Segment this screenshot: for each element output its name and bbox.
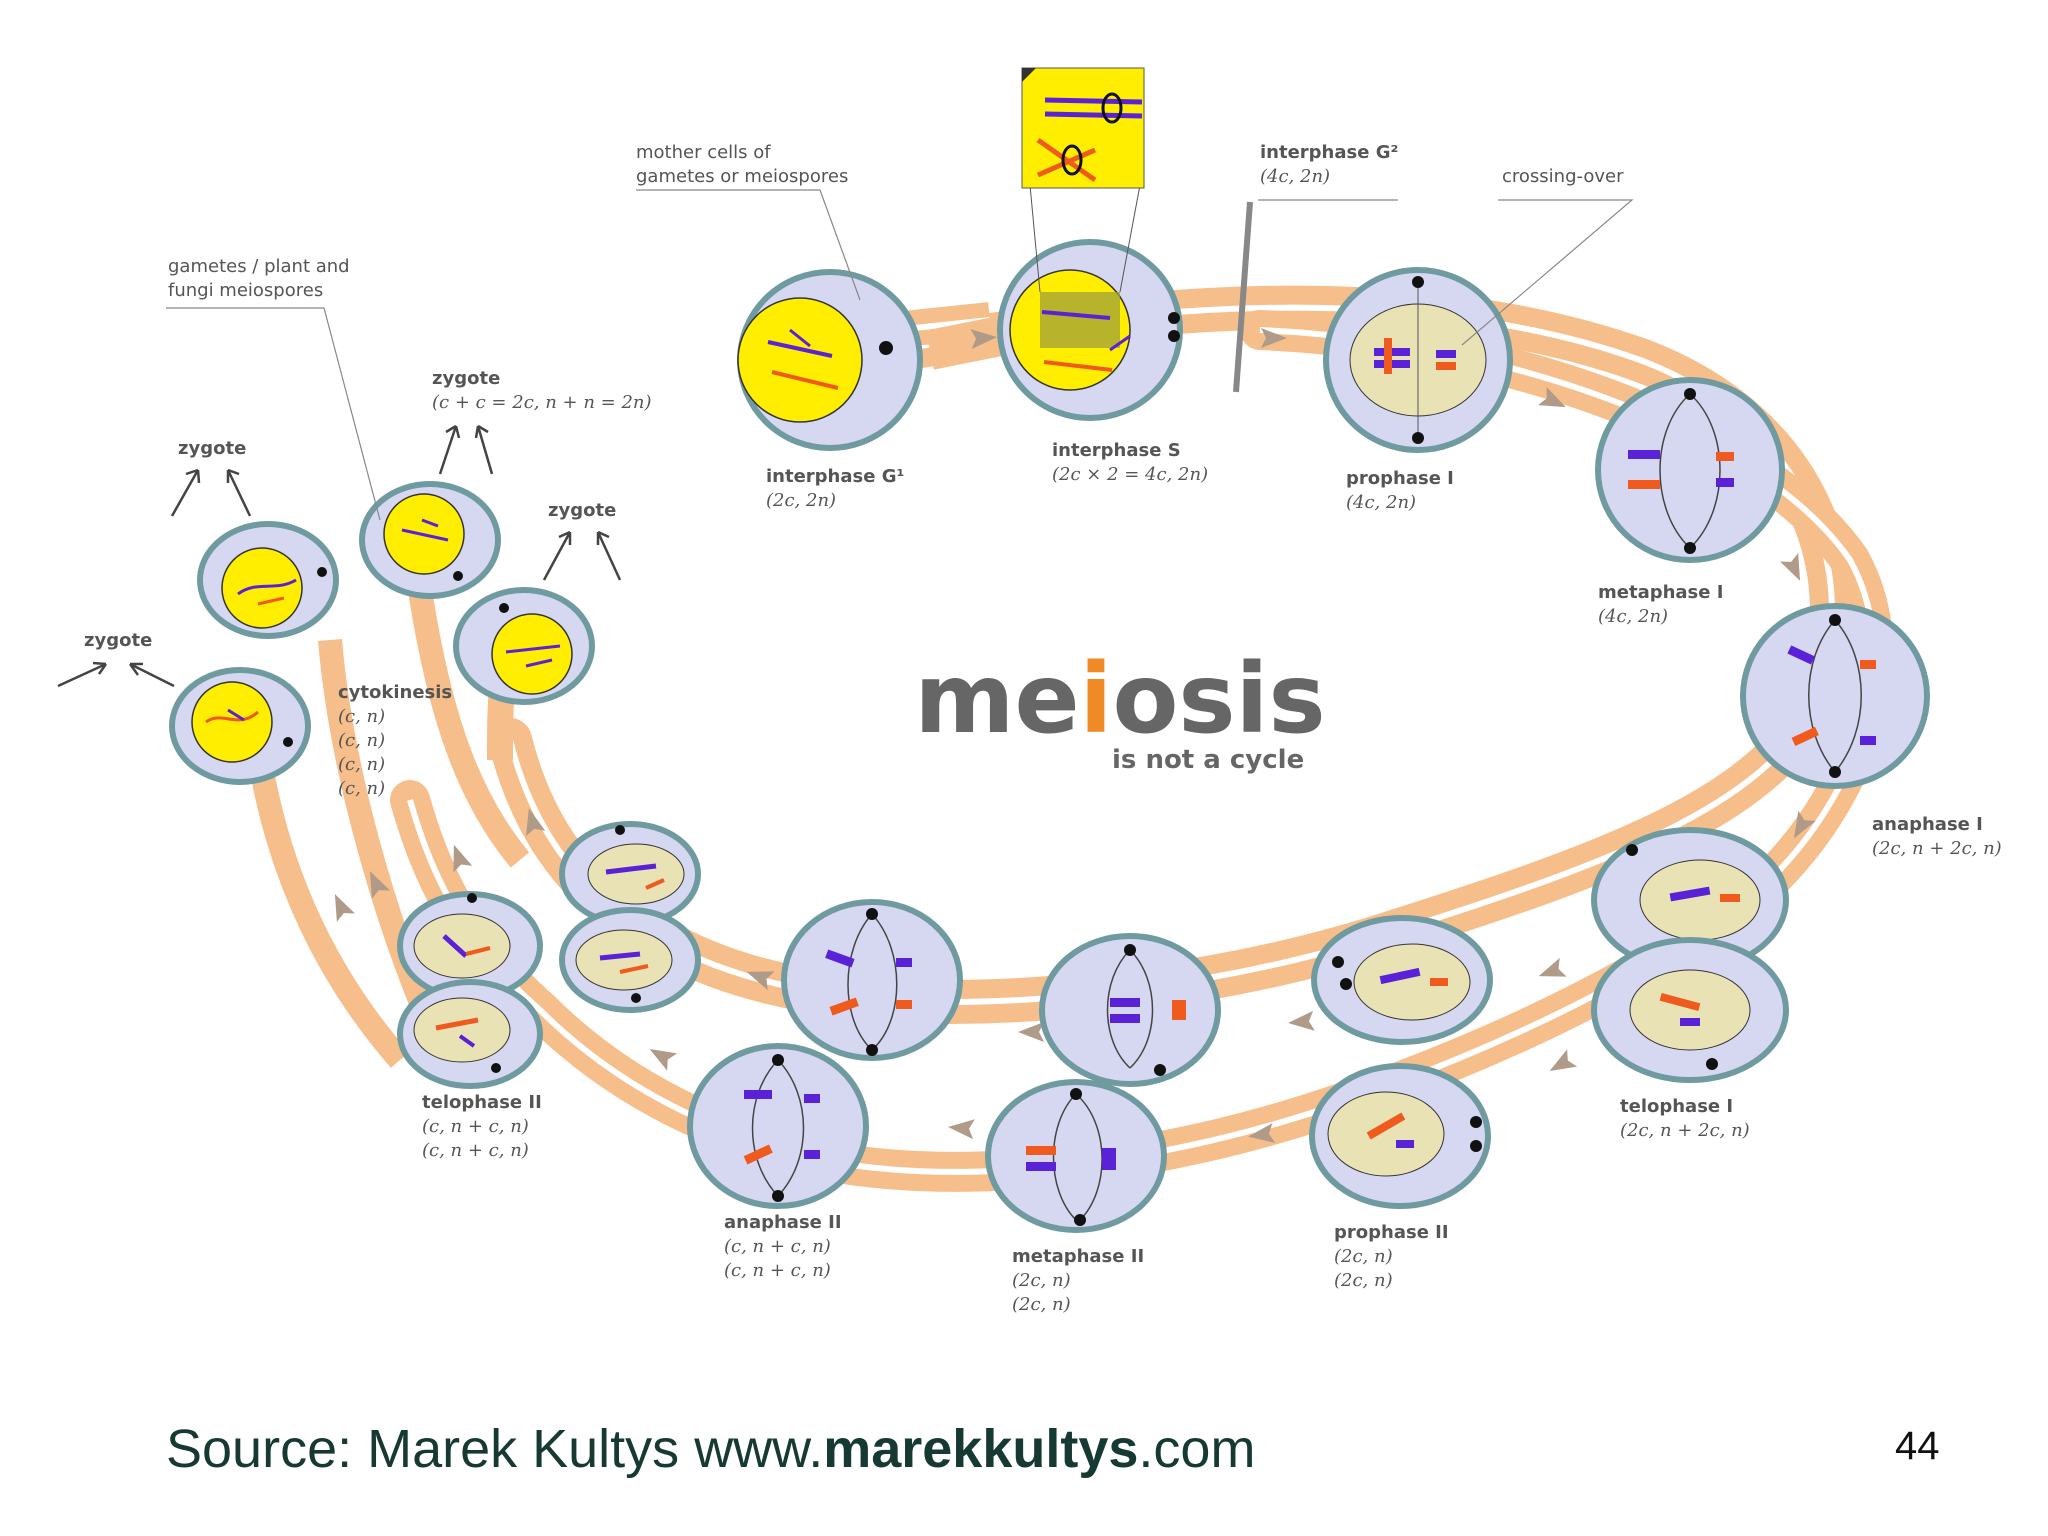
interphase-s-name: interphase S [1052, 440, 1181, 461]
anaphase-2-formula-1: (c, n + c, n) [724, 1236, 831, 1257]
telophase-1-formula: (2c, n + 2c, n) [1620, 1120, 1750, 1141]
zygote-main-name: zygote [432, 368, 500, 389]
telophase-2-name: telophase II [422, 1092, 542, 1113]
cell-metaphase-2-upper [1039, 933, 1221, 1087]
title-group: meiosis is not a cycle [914, 643, 1325, 775]
cell-anaphase-1 [1740, 603, 1930, 789]
metaphase-1-formula: (4c, 2n) [1598, 606, 1668, 627]
cytokinesis-formula-2: (c, n) [338, 730, 385, 751]
prophase-2-formula-1: (2c, n) [1334, 1246, 1393, 1267]
anaphase-2-name: anaphase II [724, 1212, 842, 1233]
source-suffix: .com [1138, 1419, 1256, 1479]
metaphase-2-formula-2: (2c, n) [1012, 1294, 1071, 1315]
callout-text: mother cells of gametes or meiospores ga… [168, 142, 1624, 301]
metaphase-1-name: metaphase I [1598, 582, 1723, 603]
cell-prophase-2-upper [1311, 915, 1493, 1045]
source-domain-bold: marekkultys [823, 1419, 1139, 1479]
anaphase-1-formula: (2c, n + 2c, n) [1872, 838, 2002, 859]
gamete-4 [169, 667, 311, 785]
zygote-label-far-left: zygote [84, 630, 152, 651]
cell-metaphase-1 [1595, 377, 1785, 563]
gametes-label-1: gametes / plant and [168, 256, 350, 277]
interphase-g2-marker [1233, 201, 1253, 393]
prophase-2-name: prophase II [1334, 1222, 1449, 1243]
band-tail-2 [408, 588, 530, 868]
source-prefix: Source: Marek Kultys www. [166, 1419, 824, 1479]
leader-lines [166, 189, 1634, 521]
cytokinesis-formula-3: (c, n) [338, 754, 385, 775]
zygote-label-right: zygote [548, 500, 616, 521]
metaphase-2-name: metaphase II [1012, 1246, 1144, 1267]
cell-telophase-1 [1591, 827, 1789, 1083]
cell-telophase-2-upper [559, 821, 701, 1013]
zygote-main-formula: (c + c = 2c, n + n = 2n) [432, 392, 652, 413]
zygote-arrows [57, 424, 622, 688]
prophase-1-formula: (4c, 2n) [1346, 492, 1416, 513]
stage-labels: interphase G¹ (2c, 2n) interphase S (2c … [84, 142, 2002, 1315]
telophase-1-name: telophase I [1620, 1096, 1733, 1117]
cell-anaphase-2-upper [781, 899, 963, 1061]
prophase-1-name: prophase I [1346, 468, 1454, 489]
cell-telophase-2-lower [397, 891, 543, 1089]
title: meiosis [914, 643, 1325, 755]
mother-cells-label-2: gametes or meiospores [636, 166, 848, 187]
source-credit: Source: Marek Kultys www.marekkultys.com [166, 1418, 1255, 1480]
cell-prophase-1 [1323, 267, 1513, 453]
gamete-1 [197, 521, 339, 639]
metaphase-2-formula-1: (2c, n) [1012, 1270, 1071, 1291]
telophase-2-formula-1: (c, n + c, n) [422, 1116, 529, 1137]
cell-interphase-g1 [737, 269, 923, 451]
interphase-g2-name: interphase G² [1260, 142, 1398, 163]
crossing-over-label: crossing-over [1502, 166, 1624, 187]
anaphase-2-formula-2: (c, n + c, n) [724, 1260, 831, 1281]
page-number: 44 [1895, 1424, 1940, 1468]
band-tail-4 [248, 758, 410, 1068]
mother-cells-label-1: mother cells of [636, 142, 771, 163]
cell-interphase-s [997, 239, 1183, 421]
anaphase-1-name: anaphase I [1872, 814, 1983, 835]
telophase-2-formula-2: (c, n + c, n) [422, 1140, 529, 1161]
zygote-label-left: zygote [178, 438, 246, 459]
crossing-zoom-inset [1021, 67, 1145, 293]
interphase-g1-formula: (2c, 2n) [766, 490, 836, 511]
cell-anaphase-2-lower [687, 1043, 869, 1209]
interphase-s-formula: (2c × 2 = 4c, 2n) [1052, 464, 1208, 485]
cytokinesis-formula-4: (c, n) [338, 778, 385, 799]
gametes-label-2: fungi meiospores [168, 280, 323, 301]
cytokinesis-formula-1: (c, n) [338, 706, 385, 727]
interphase-g2-formula: (4c, 2n) [1260, 166, 1330, 187]
gamete-2 [359, 481, 501, 599]
interphase-g1-name: interphase G¹ [766, 466, 904, 487]
gamete-3 [453, 587, 595, 705]
prophase-2-formula-2: (2c, n) [1334, 1270, 1393, 1291]
cell-prophase-2-lower [1309, 1063, 1491, 1209]
cell-metaphase-2-lower [985, 1079, 1167, 1233]
subtitle: is not a cycle [1112, 745, 1304, 775]
cytokinesis-name: cytokinesis [338, 682, 452, 703]
